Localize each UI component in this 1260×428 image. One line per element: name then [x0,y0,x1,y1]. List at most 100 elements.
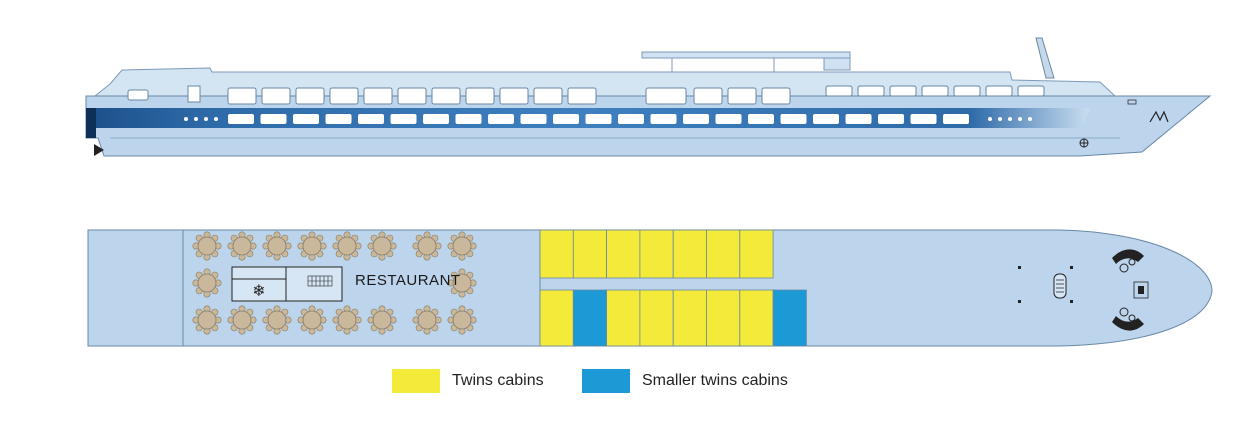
lower-window [943,114,969,124]
lower-window [390,114,417,124]
cabin-twin [672,229,707,279]
lower-window [520,114,547,124]
sundeck-canopy [641,51,851,59]
upper-window [645,87,687,105]
dining-table [332,305,362,335]
lower-windows [228,114,969,124]
upper-window [761,87,791,105]
upper-window [1017,85,1045,97]
legend-swatch-twins [392,369,440,393]
upper-window [329,87,359,105]
portholes [184,117,1032,121]
upper-window [295,87,325,105]
dining-table [227,305,257,335]
legend-item-twins: Twins cabins [392,368,544,394]
dining-table [447,305,477,335]
dining-table [227,231,257,261]
lower-window [293,114,319,124]
dining-table [192,268,222,298]
cabin-twin [606,289,641,347]
upper-window [567,87,597,105]
galley: ❄ [231,266,343,302]
upper-window [889,85,917,97]
lower-window [650,114,677,124]
propeller-icon [94,144,104,156]
lower-window [358,114,384,124]
lower-window [553,114,579,124]
side-profile [85,37,1212,157]
lower-window [748,114,774,124]
lower-window [878,114,904,124]
bow-equipment [1018,249,1149,331]
dining-table [262,305,292,335]
cabin-twin [639,289,674,347]
cabin-twin [639,229,674,279]
stair-icon [1053,273,1067,299]
dining-table [192,231,222,261]
cabin-twin [739,289,774,347]
legend-label-smaller-twins: Smaller twins cabins [642,372,788,389]
upper-window [397,87,427,105]
dining-table [412,231,442,261]
snowflake-icon: ❄ [252,281,265,300]
cabin-twin [706,229,741,279]
grill-icon [307,275,333,287]
cabin-twin [539,229,574,279]
mast [1035,37,1055,79]
dining-table [367,305,397,335]
dining-table [447,231,477,261]
lower-window [423,114,449,124]
upper-window [921,85,949,97]
legend-label-twins: Twins cabins [452,372,544,389]
upper-window [261,87,291,105]
lower-window [715,114,742,124]
lower-window [910,114,937,124]
deck-plan: ❄ [87,229,1213,347]
logo-icon [1149,110,1169,123]
dining-table [412,305,442,335]
upper-window [985,85,1013,97]
upper-window [693,87,723,105]
lower-window [455,114,482,124]
lower-window [780,114,807,124]
cabin-twin [572,229,607,279]
cabin-twin [539,289,574,347]
upper-window [953,85,981,97]
lower-window [683,114,709,124]
deck-hull [87,229,1213,347]
upper-window [825,85,853,97]
cabins [539,229,807,347]
cabin-smaller-twin [772,289,807,347]
cabin-twin [672,289,707,347]
dining-table [447,268,477,298]
lower-window [228,114,254,124]
upper-window [533,87,563,105]
lower-window [618,114,644,124]
cabin-smaller-twin [572,289,607,347]
lower-window [845,114,872,124]
lower-window [813,114,839,124]
upper-window [499,87,529,105]
dining-table [262,231,292,261]
upper-window [465,87,495,105]
upper-window [727,87,757,105]
cabin-twin [706,289,741,347]
dining-table [297,231,327,261]
legend-item-smaller-twins: Smaller twins cabins [582,368,788,394]
restaurant-tables [192,231,477,335]
legend-swatch-smaller-twins [582,369,630,393]
lower-window [585,114,612,124]
restaurant-label: RESTAURANT [355,272,461,289]
upper-window [227,87,257,105]
upper-window [363,87,393,105]
lower-window [488,114,514,124]
cabin-twin [606,229,641,279]
lower-window [325,114,352,124]
dining-table [332,231,362,261]
dining-table [367,231,397,261]
lower-window [260,114,287,124]
dining-table [297,305,327,335]
winch-icon [1112,249,1144,264]
upper-windows [227,85,1045,105]
